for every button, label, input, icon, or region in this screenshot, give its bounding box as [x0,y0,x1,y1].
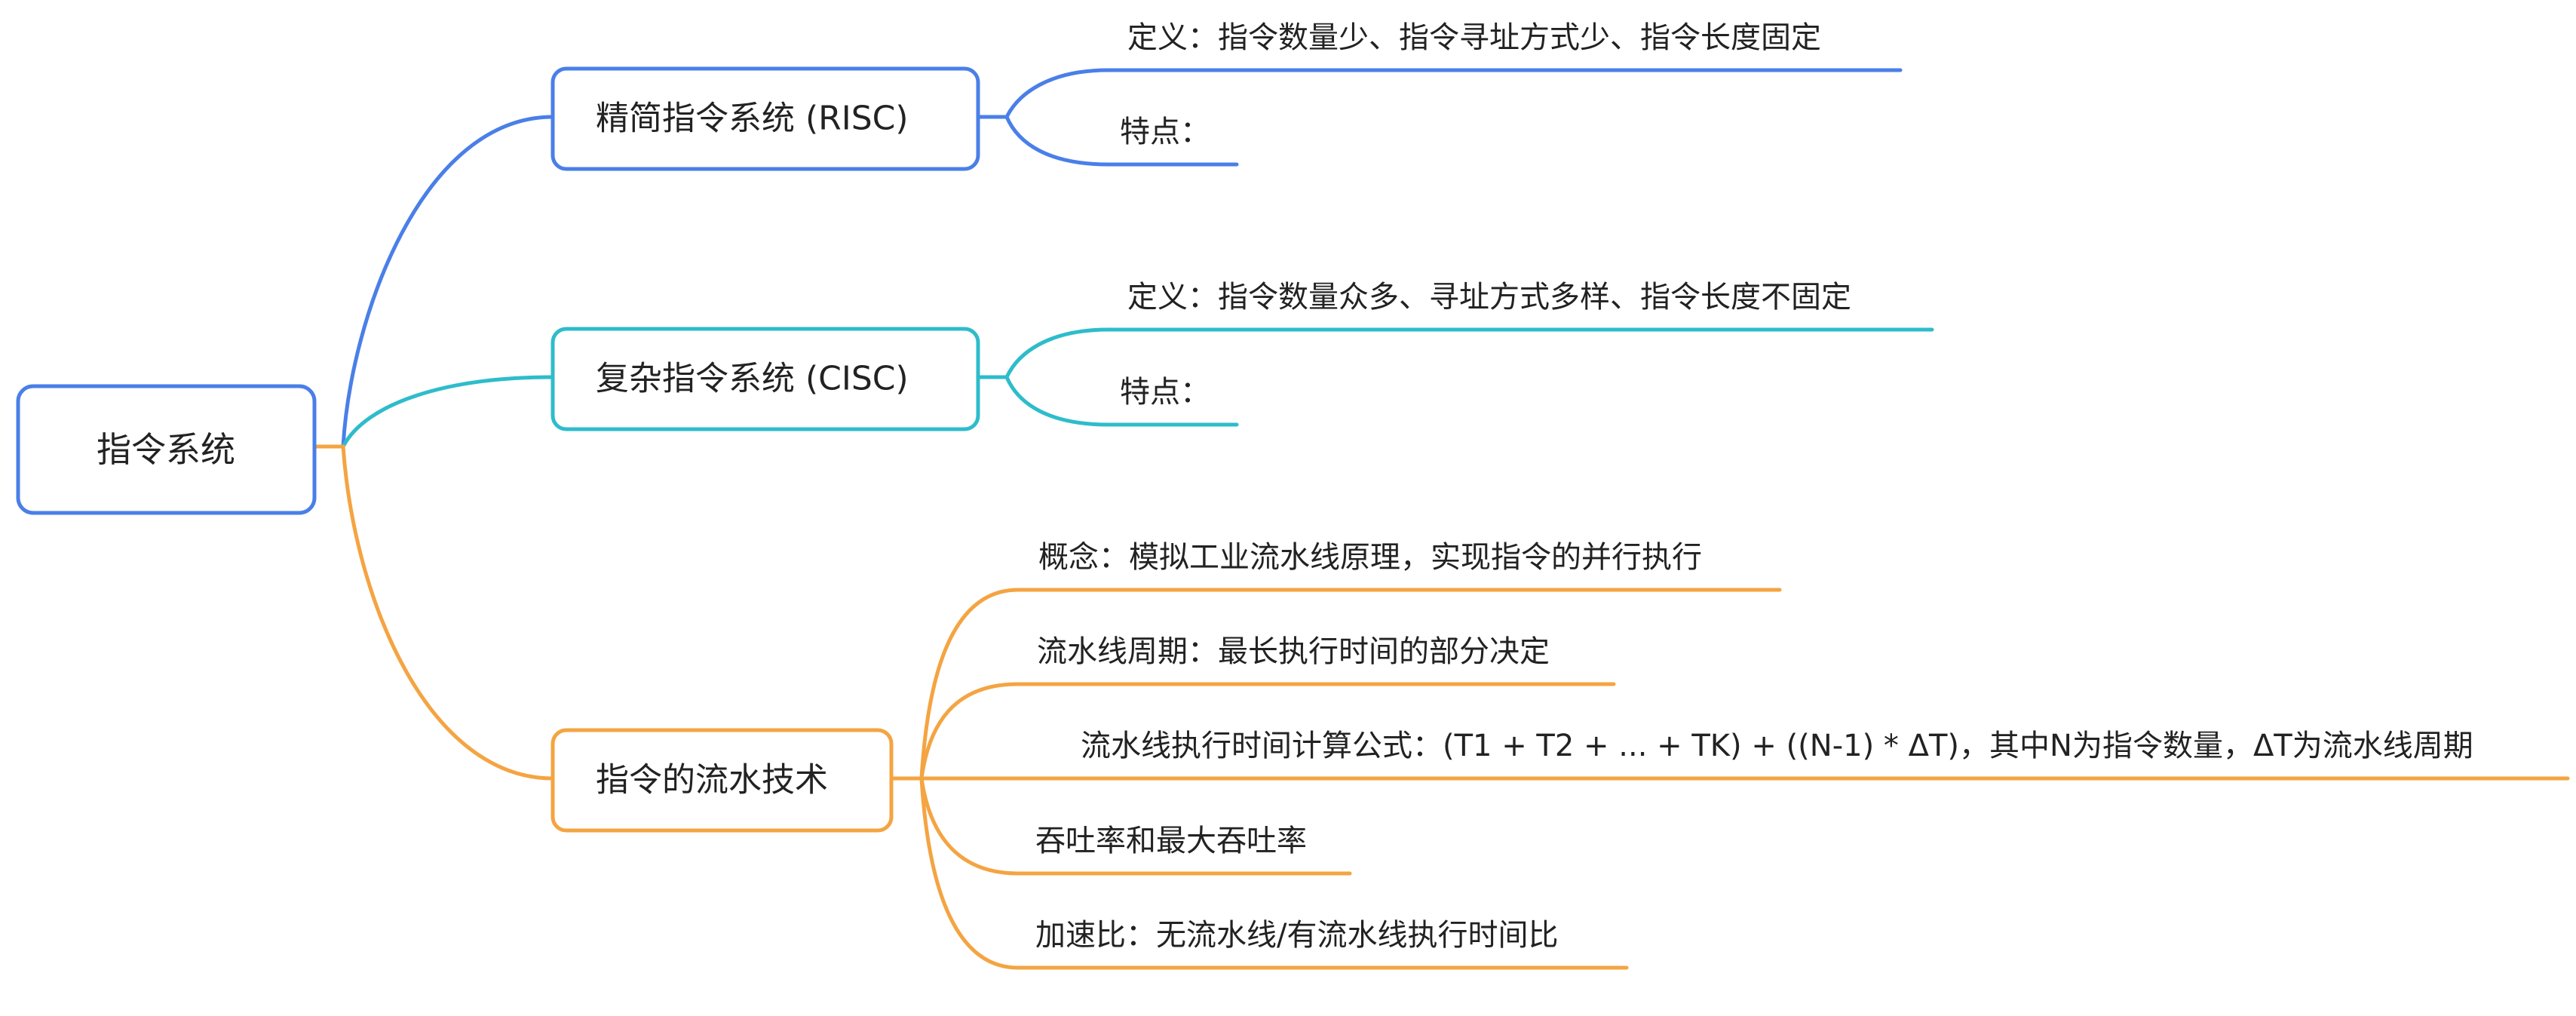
connector-pipeline-leaf-2 [919,682,1616,781]
pipeline-leaf-speedup: 加速比：无流水线/有流水线执行时间比 [1035,918,1558,953]
pipeline-leaf-concept: 概念：模拟工业流水线原理，实现指令的并行执行 [1038,540,1702,575]
connector-risc-leaf-1 [1004,68,1903,119]
risc-leaf-definition: 定义：指令数量少、指令寻址方式少、指令长度固定 [1127,20,1821,55]
pipeline-leaf-throughput: 吞吐率和最大吞吐率 [1035,824,1307,858]
branch-risc-label: 精简指令系统 (RISC) [596,100,909,138]
cisc-leaf-features: 特点： [1120,375,1210,410]
root-node-box [16,384,317,515]
connector-risc-leaf-2 [1004,115,1239,167]
connector-pipeline-leaf-1 [919,588,1782,781]
branch-pipeline-box [550,728,894,833]
pipeline-leaf-cycle: 流水线周期：最长执行时间的部分决定 [1037,634,1550,669]
root-node-label: 指令系统 [97,429,235,470]
cisc-leaf-definition: 定义：指令数量众多、寻址方式多样、指令长度不固定 [1127,280,1851,315]
connector-pipeline-leaf-4 [919,776,1352,876]
branch-pipeline-label: 指令的流水技术 [596,761,828,800]
pipeline-leaf-formula: 流水线执行时间计算公式：(T1 + T2 + ... + TK) + ((N-1… [1081,729,2473,763]
connector-root-risc [341,115,555,449]
connector-root-pipeline [312,444,555,781]
branch-cisc-label: 复杂指令系统 (CISC) [596,360,909,398]
connector-root-cisc [341,375,555,449]
connector-cisc-leaf-2 [1004,375,1239,427]
branch-risc-box [550,66,980,171]
connector-cisc-leaf-1 [1004,327,1934,379]
connector-pipeline-leaf-5 [919,776,1629,970]
risc-leaf-features: 特点： [1120,115,1210,149]
branch-cisc-box [550,327,980,431]
